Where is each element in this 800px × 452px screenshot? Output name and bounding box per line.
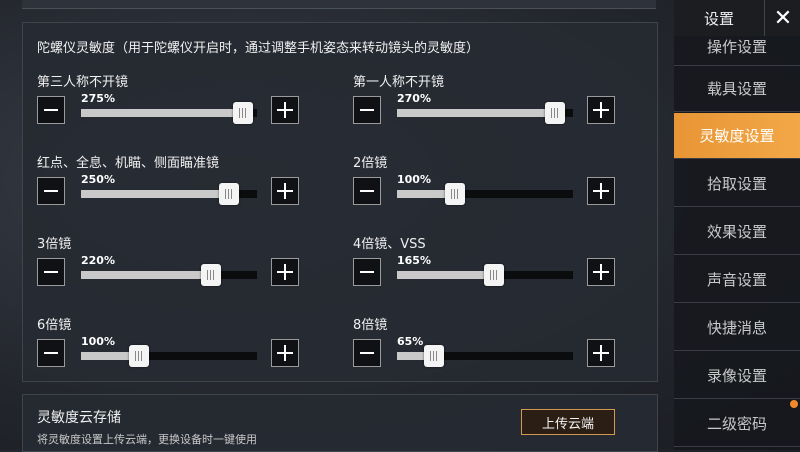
- slider-fill: [397, 109, 556, 117]
- sensitivity-setting-scope-6x: 6倍镜 100%: [37, 314, 327, 384]
- minus-icon: [360, 352, 374, 354]
- minus-icon: [360, 109, 374, 111]
- minus-icon: [360, 271, 374, 273]
- sidebar-item-sensitivity[interactable]: 灵敏度设置: [674, 113, 800, 159]
- sensitivity-slider[interactable]: [81, 264, 257, 286]
- increase-button[interactable]: [271, 339, 299, 367]
- slider-fill: [397, 190, 456, 198]
- sensitivity-setting-first-person: 第一人称不开镜 270%: [353, 71, 643, 141]
- slider-fill: [81, 352, 140, 360]
- notification-dot: [790, 400, 798, 408]
- slider-handle[interactable]: [545, 102, 566, 124]
- sensitivity-setting-scope-3x: 3倍镜 220%: [37, 233, 327, 303]
- slider-handle[interactable]: [218, 183, 239, 205]
- sensitivity-setting-third-person: 第三人称不开镜 275%: [37, 71, 327, 141]
- sensitivity-value: 275%: [81, 92, 115, 105]
- close-icon[interactable]: ✕: [764, 0, 800, 36]
- sensitivity-slider[interactable]: [81, 345, 257, 367]
- slider-handle[interactable]: [445, 183, 466, 205]
- cloud-storage-panel: 灵敏度云存储 将灵敏度设置上传云端，更换设备时一键使用 上传云端: [22, 394, 658, 452]
- sensitivity-setting-red-dot: 红点、全息、机瞄、侧面瞄准镜 250%: [37, 152, 327, 222]
- sensitivity-slider[interactable]: [81, 183, 257, 205]
- sensitivity-value: 100%: [397, 173, 431, 186]
- sensitivity-value: 65%: [397, 335, 424, 348]
- sensitivity-value: 100%: [81, 335, 115, 348]
- slider-handle[interactable]: [129, 345, 150, 367]
- increase-button[interactable]: [587, 339, 615, 367]
- panel-title: 陀螺仪灵敏度（用于陀螺仪开启时，通过调整手机姿态来转动镜头的灵敏度）: [37, 41, 480, 56]
- sidebar-header: 设置 ✕: [674, 0, 800, 36]
- decrease-button[interactable]: [37, 339, 65, 367]
- increase-button[interactable]: [271, 96, 299, 124]
- slider-handle[interactable]: [232, 102, 253, 124]
- setting-label: 红点、全息、机瞄、侧面瞄准镜: [37, 156, 220, 171]
- sensitivity-slider[interactable]: [81, 102, 257, 124]
- sensitivity-value: 270%: [397, 92, 431, 105]
- slider-handle[interactable]: [423, 345, 444, 367]
- cloud-storage-title: 灵敏度云存储: [37, 410, 121, 426]
- decrease-button[interactable]: [37, 258, 65, 286]
- sensitivity-slider[interactable]: [397, 183, 573, 205]
- slider-fill: [81, 190, 229, 198]
- increase-button[interactable]: [271, 177, 299, 205]
- sidebar-item-effects[interactable]: 效果设置: [674, 209, 800, 255]
- slider-handle[interactable]: [483, 264, 504, 286]
- minus-icon: [44, 271, 58, 273]
- minus-icon: [44, 190, 58, 192]
- settings-sidebar: 设置 ✕ 操作设置载具设置灵敏度设置拾取设置效果设置声音设置快捷消息录像设置二级…: [674, 0, 800, 450]
- sensitivity-slider[interactable]: [397, 345, 573, 367]
- sidebar-item-control[interactable]: 操作设置: [674, 36, 800, 66]
- sidebar-item-pickup[interactable]: 拾取设置: [674, 161, 800, 207]
- sensitivity-setting-scope-2x: 2倍镜 100%: [353, 152, 643, 222]
- slider-fill: [397, 271, 494, 279]
- slider-fill: [81, 271, 212, 279]
- setting-label: 6倍镜: [37, 318, 72, 333]
- setting-label: 第三人称不开镜: [37, 75, 129, 90]
- increase-button[interactable]: [587, 96, 615, 124]
- decrease-button[interactable]: [353, 258, 381, 286]
- slider-fill: [81, 109, 243, 117]
- setting-label: 8倍镜: [353, 318, 388, 333]
- increase-button[interactable]: [587, 258, 615, 286]
- sensitivity-slider[interactable]: [397, 264, 573, 286]
- sidebar-item-audio[interactable]: 声音设置: [674, 257, 800, 303]
- minus-icon: [44, 352, 58, 354]
- upload-cloud-button[interactable]: 上传云端: [521, 409, 615, 435]
- sidebar-item-secondary-password[interactable]: 二级密码: [674, 401, 800, 447]
- setting-label: 2倍镜: [353, 156, 388, 171]
- slider-handle[interactable]: [201, 264, 222, 286]
- gyro-sensitivity-panel: 陀螺仪灵敏度（用于陀螺仪开启时，通过调整手机姿态来转动镜头的灵敏度） 第三人称不…: [22, 22, 658, 382]
- sidebar-item-vehicle[interactable]: 载具设置: [674, 66, 800, 112]
- increase-button[interactable]: [587, 177, 615, 205]
- setting-label: 第一人称不开镜: [353, 75, 445, 90]
- cloud-storage-description: 将灵敏度设置上传云端，更换设备时一键使用: [37, 433, 257, 446]
- setting-label: 4倍镜、VSS: [353, 237, 426, 252]
- sensitivity-setting-scope-8x: 8倍镜 65%: [353, 314, 643, 384]
- increase-button[interactable]: [271, 258, 299, 286]
- sensitivity-slider[interactable]: [397, 102, 573, 124]
- settings-title: 设置: [704, 10, 735, 28]
- sensitivity-setting-scope-4x: 4倍镜、VSS 165%: [353, 233, 643, 303]
- slider-fill: [397, 352, 434, 360]
- minus-icon: [44, 109, 58, 111]
- decrease-button[interactable]: [37, 96, 65, 124]
- decrease-button[interactable]: [353, 339, 381, 367]
- decrease-button[interactable]: [353, 177, 381, 205]
- setting-label: 3倍镜: [37, 237, 72, 252]
- sidebar-item-recording[interactable]: 录像设置: [674, 353, 800, 399]
- minus-icon: [360, 190, 374, 192]
- sensitivity-value: 165%: [397, 254, 431, 267]
- top-panel-edge: [22, 0, 656, 9]
- decrease-button[interactable]: [353, 96, 381, 124]
- sidebar-item-quick-messages[interactable]: 快捷消息: [674, 305, 800, 351]
- decrease-button[interactable]: [37, 177, 65, 205]
- sensitivity-value: 250%: [81, 173, 115, 186]
- sensitivity-value: 220%: [81, 254, 115, 267]
